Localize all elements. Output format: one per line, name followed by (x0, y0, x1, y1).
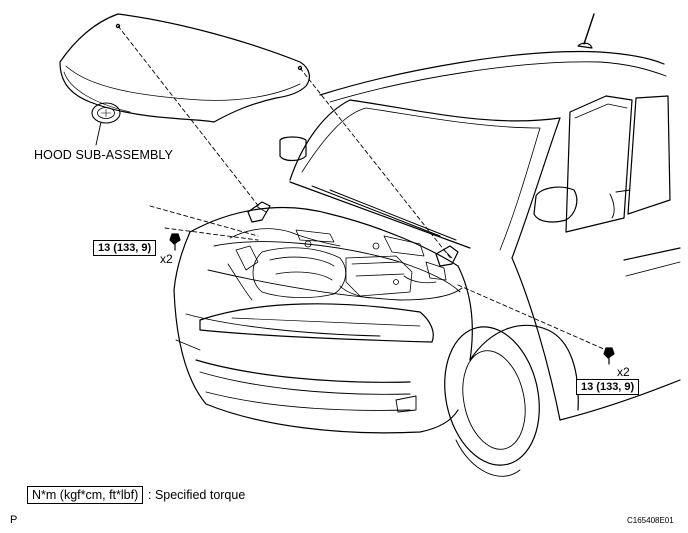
legend-unit-box: N*m (kgf*cm, ft*lbf) (27, 486, 144, 504)
alignment-lines (117, 25, 607, 351)
hood-hinge-left (247, 201, 271, 223)
front-bumper (173, 289, 459, 434)
torque-spec-right: 13 (133, 9) (576, 379, 640, 395)
bolt-right-icon (603, 347, 615, 365)
headlight (199, 303, 434, 343)
legend-description: : Specified torque (148, 488, 246, 502)
hood-emblem (91, 102, 121, 124)
bolt-quantity-right: x2 (617, 365, 630, 379)
front-wheel (444, 326, 540, 466)
hood-hinge-right (435, 245, 459, 267)
hood-sub-assembly-label: HOOD SUB-ASSEMBLY (34, 148, 173, 162)
hood-panel (59, 13, 310, 146)
figure-id: C165408E01 (627, 516, 674, 525)
torque-spec-left: 13 (133, 9) (93, 240, 157, 256)
engine-bay (227, 228, 447, 301)
bolt-left-icon (169, 233, 181, 251)
bolt-quantity-left: x2 (160, 252, 173, 266)
car-body (173, 13, 681, 477)
page-letter: P (10, 514, 18, 526)
side-mirror (533, 186, 578, 223)
